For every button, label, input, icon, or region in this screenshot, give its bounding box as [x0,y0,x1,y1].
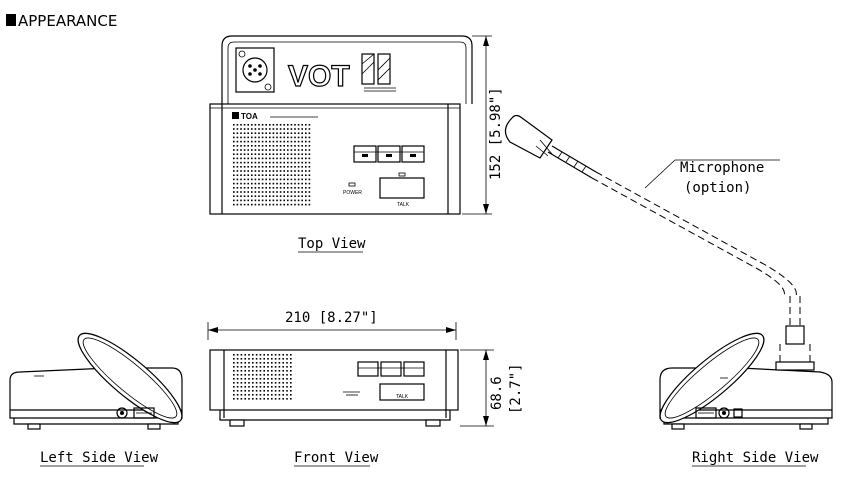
front-logo-icon [232,112,239,119]
right-side-view: Right Side View [659,296,833,467]
xlr-socket [242,57,268,83]
mic-base-mount [775,361,815,371]
microphone-option-note: (option) [684,180,751,196]
front-speaker-grille [233,354,292,400]
top-view-label: Top View [298,236,366,252]
top-brand-text: TOA [241,112,258,121]
right-jack [718,407,730,419]
front-view: 210 [8.27"] TALK 68.6 [2.7"] Front View [207,310,524,467]
svg-text:TALK: TALK [396,394,409,400]
rear-brand-text: VOT [288,60,350,93]
heading-square-icon [6,14,16,26]
right-mic-plate [659,332,765,424]
height-dimension-in: [2.7"] [508,363,524,414]
channel-buttons [353,145,425,163]
height-dimension-mm: 68.6 [489,376,505,410]
top-view: VOT TOA [209,35,504,253]
right-side-view-label: Right Side View [692,450,819,466]
speaker-grille [233,124,311,206]
rear-logo-icon [361,53,396,92]
microphone-label: Microphone [680,160,764,176]
talk-button [379,177,425,199]
microphone-top: Microphone (option) [504,114,797,297]
rear-handle-inner [227,41,467,104]
left-jack [116,407,128,419]
heading-text: APPEARANCE [18,12,117,30]
front-body [209,349,459,411]
power-label: POWER [343,190,362,196]
width-dimension: 210 [8.27"] [285,310,378,326]
xlr-connector [235,47,275,93]
front-talk-button [379,383,425,401]
mic-head [504,114,553,159]
power-led [348,182,356,187]
left-side-view-label: Left Side View [40,450,159,466]
talk-label: TALK [397,202,410,208]
left-side-view: Left Side View [9,332,183,467]
left-mic-plate [77,332,183,424]
mic-stem-collar [785,325,805,345]
right-jack-slot [695,407,717,419]
front-view-label: Front View [294,450,379,466]
depth-dimension: 152 [5.98"] [488,87,504,180]
rear-handle [221,35,473,104]
